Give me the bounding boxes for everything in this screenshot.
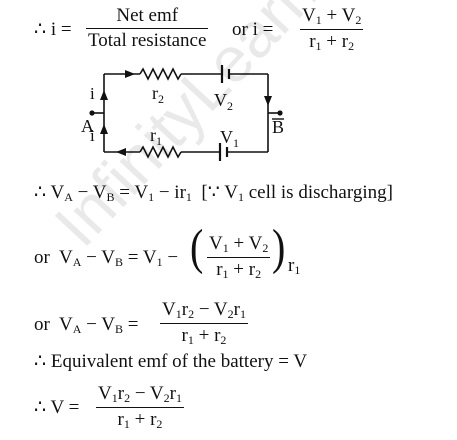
fraction-denominator: r1 + r2: [181, 324, 227, 347]
fraction-bar: [96, 406, 184, 408]
current-label-bottom: i: [90, 126, 95, 145]
open-paren: (: [190, 218, 204, 275]
resistor-r1-label: r1: [150, 125, 162, 148]
terminal-a-dot: [89, 110, 95, 116]
substituted-fraction: V1 + V2 r1 + r2: [207, 233, 271, 281]
fraction-numerator: V1r2 − V2r1: [162, 299, 246, 321]
fraction-numerator: V1 + V2: [209, 233, 269, 255]
close-paren: ): [272, 218, 286, 275]
terminal-a-label: A: [81, 116, 94, 136]
therefore-i-label: ∴ i =: [34, 19, 72, 40]
cell-v2-label: V2: [214, 90, 233, 113]
fraction-numerator: V1r2 − V2r1: [98, 383, 182, 405]
va-vb-equation: ∴ VA − VB = V1 − ir1 [∵ V1 cell is disch…: [34, 182, 393, 204]
fraction-bar: [86, 27, 209, 30]
arrow-top: [125, 70, 135, 78]
resistor-r1: [139, 145, 182, 159]
resistor-r2-label: r2: [152, 83, 164, 106]
fraction-denominator: r1 + r2: [216, 258, 262, 281]
fraction-numerator: V1 + V2: [302, 5, 362, 27]
or-i-label: or i =: [232, 19, 274, 40]
net-emf-fraction: Net emf Total resistance: [86, 5, 209, 52]
fraction-denominator: r1 + r2: [117, 408, 163, 431]
arrow-bottom: [116, 148, 126, 156]
arrow-right: [264, 96, 272, 106]
fraction-bar: [300, 28, 364, 30]
final-fraction: V1r2 − V2r1 r1 + r2: [96, 384, 184, 431]
resistor-r2: [139, 67, 182, 81]
cell-v1-label: V1: [220, 127, 239, 150]
fraction-bar: [160, 322, 248, 324]
simplified-equation-lead: or VA − VB =: [34, 314, 139, 336]
fraction-denominator: Total resistance: [88, 30, 207, 52]
final-equation-lead: ∴ V =: [34, 397, 80, 418]
current-label-top: i: [90, 84, 95, 103]
terminal-b-dot: [277, 110, 283, 116]
arrow-left-upper: [100, 90, 108, 100]
sum-fraction: V1 + V2 r1 + r2: [300, 5, 364, 53]
fraction-bar: [207, 256, 271, 258]
fraction-denominator: r1 + r2: [309, 30, 355, 53]
arrow-left-lower: [100, 124, 108, 134]
simplified-fraction: V1r2 − V2r1 r1 + r2: [160, 300, 248, 347]
fraction-numerator: Net emf: [116, 5, 179, 26]
terminal-b-label: B: [272, 117, 284, 137]
resistor-factor: r1: [288, 255, 301, 277]
substituted-equation-lead: or VA − VB = V1 −: [34, 247, 179, 269]
equivalent-emf-statement: ∴ Equivalent emf of the battery = V: [34, 351, 308, 372]
